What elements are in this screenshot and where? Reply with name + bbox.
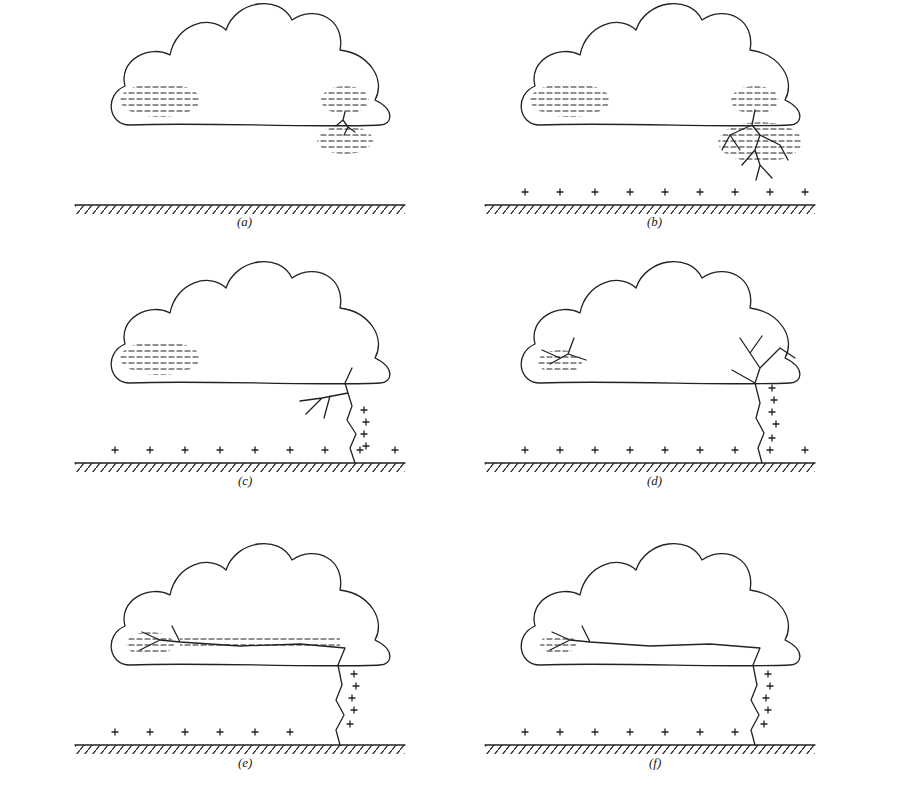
panel-label: (e) xyxy=(236,755,254,771)
stage-a xyxy=(75,4,405,214)
panel-label: (f) xyxy=(647,755,663,771)
panel-label: (d) xyxy=(645,473,664,489)
stage-d xyxy=(485,262,815,472)
stage-f xyxy=(485,544,815,754)
stage-c xyxy=(75,262,405,472)
stage-b xyxy=(485,4,815,214)
stage-e xyxy=(75,544,405,754)
panel-label: (c) xyxy=(236,473,254,489)
panel-label: (b) xyxy=(645,214,664,230)
panel-label: (a) xyxy=(235,214,254,230)
